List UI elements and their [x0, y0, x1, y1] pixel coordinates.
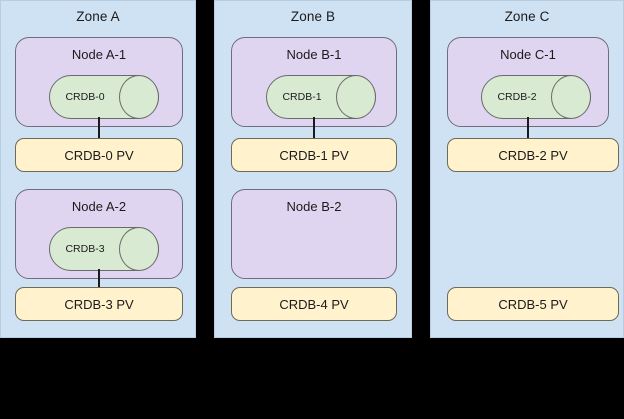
zone-b[interactable]: Zone B Node B-1 CRDB-1 CRDB-1 PV Node B-… — [214, 0, 412, 338]
pod-crdb-3-label: CRDB-3 — [65, 243, 105, 255]
node-b-1-label: Node B-1 — [286, 47, 342, 62]
cylinder-cap-icon — [119, 227, 159, 271]
node-b-2-label: Node B-2 — [286, 199, 342, 214]
pod-crdb-3[interactable]: CRDB-3 — [49, 227, 159, 271]
pv-crdb-3[interactable]: CRDB-3 PV — [15, 287, 183, 321]
pv-crdb-2[interactable]: CRDB-2 PV — [447, 138, 619, 172]
node-a-1[interactable]: Node A-1 CRDB-0 — [15, 37, 183, 127]
node-a-2-label: Node A-2 — [71, 199, 127, 214]
pod-crdb-0[interactable]: CRDB-0 — [49, 75, 159, 119]
cylinder-cap-icon — [336, 75, 376, 119]
pv-crdb-1[interactable]: CRDB-1 PV — [231, 138, 397, 172]
cylinder-cap-icon — [119, 75, 159, 119]
connector-node-b-1-to-crdb-1-pv — [313, 117, 315, 139]
cylinder-cap-icon — [551, 75, 591, 119]
pod-crdb-2[interactable]: CRDB-2 — [481, 75, 591, 119]
connector-node-a-1-to-crdb-0-pv — [98, 117, 100, 139]
pod-crdb-2-label: CRDB-2 — [497, 91, 537, 103]
pod-crdb-1[interactable]: CRDB-1 — [266, 75, 376, 119]
pod-crdb-1-label: CRDB-1 — [282, 91, 322, 103]
zone-b-title: Zone B — [290, 9, 336, 24]
zone-a-title: Zone A — [76, 9, 120, 24]
connector-node-c-1-to-crdb-2-pv — [527, 117, 529, 139]
zone-c[interactable]: Zone C Node C-1 CRDB-2 CRDB-2 PV CRDB-5 … — [430, 0, 624, 338]
pv-crdb-5[interactable]: CRDB-5 PV — [447, 287, 619, 321]
node-a-1-label: Node A-1 — [71, 47, 127, 62]
pv-crdb-4[interactable]: CRDB-4 PV — [231, 287, 397, 321]
zone-c-title: Zone C — [504, 9, 550, 24]
node-b-2[interactable]: Node B-2 — [231, 189, 397, 279]
connector-node-a-2-to-crdb-3-pv — [98, 269, 100, 291]
pv-crdb-0[interactable]: CRDB-0 PV — [15, 138, 183, 172]
zone-a[interactable]: Zone A Node A-1 CRDB-0 CRDB-0 PV Node A-… — [0, 0, 196, 338]
node-c-1[interactable]: Node C-1 CRDB-2 — [447, 37, 609, 127]
node-b-1[interactable]: Node B-1 CRDB-1 — [231, 37, 397, 127]
node-c-1-label: Node C-1 — [500, 47, 556, 62]
pod-crdb-0-label: CRDB-0 — [65, 91, 105, 103]
node-a-2[interactable]: Node A-2 CRDB-3 — [15, 189, 183, 279]
